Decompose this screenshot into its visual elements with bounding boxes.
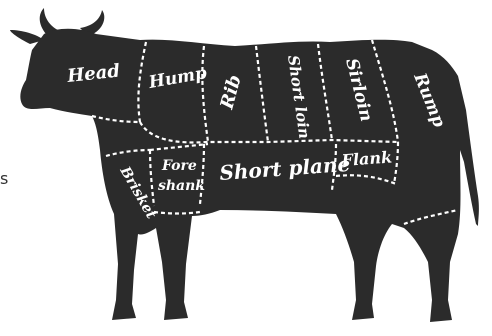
edge-text-fragment: s: [0, 169, 8, 188]
cut-label-flank: Flank: [340, 148, 393, 171]
cut-label-shank-line2: shank: [158, 178, 205, 194]
cut-label-fore-line1: Fore: [161, 158, 197, 174]
